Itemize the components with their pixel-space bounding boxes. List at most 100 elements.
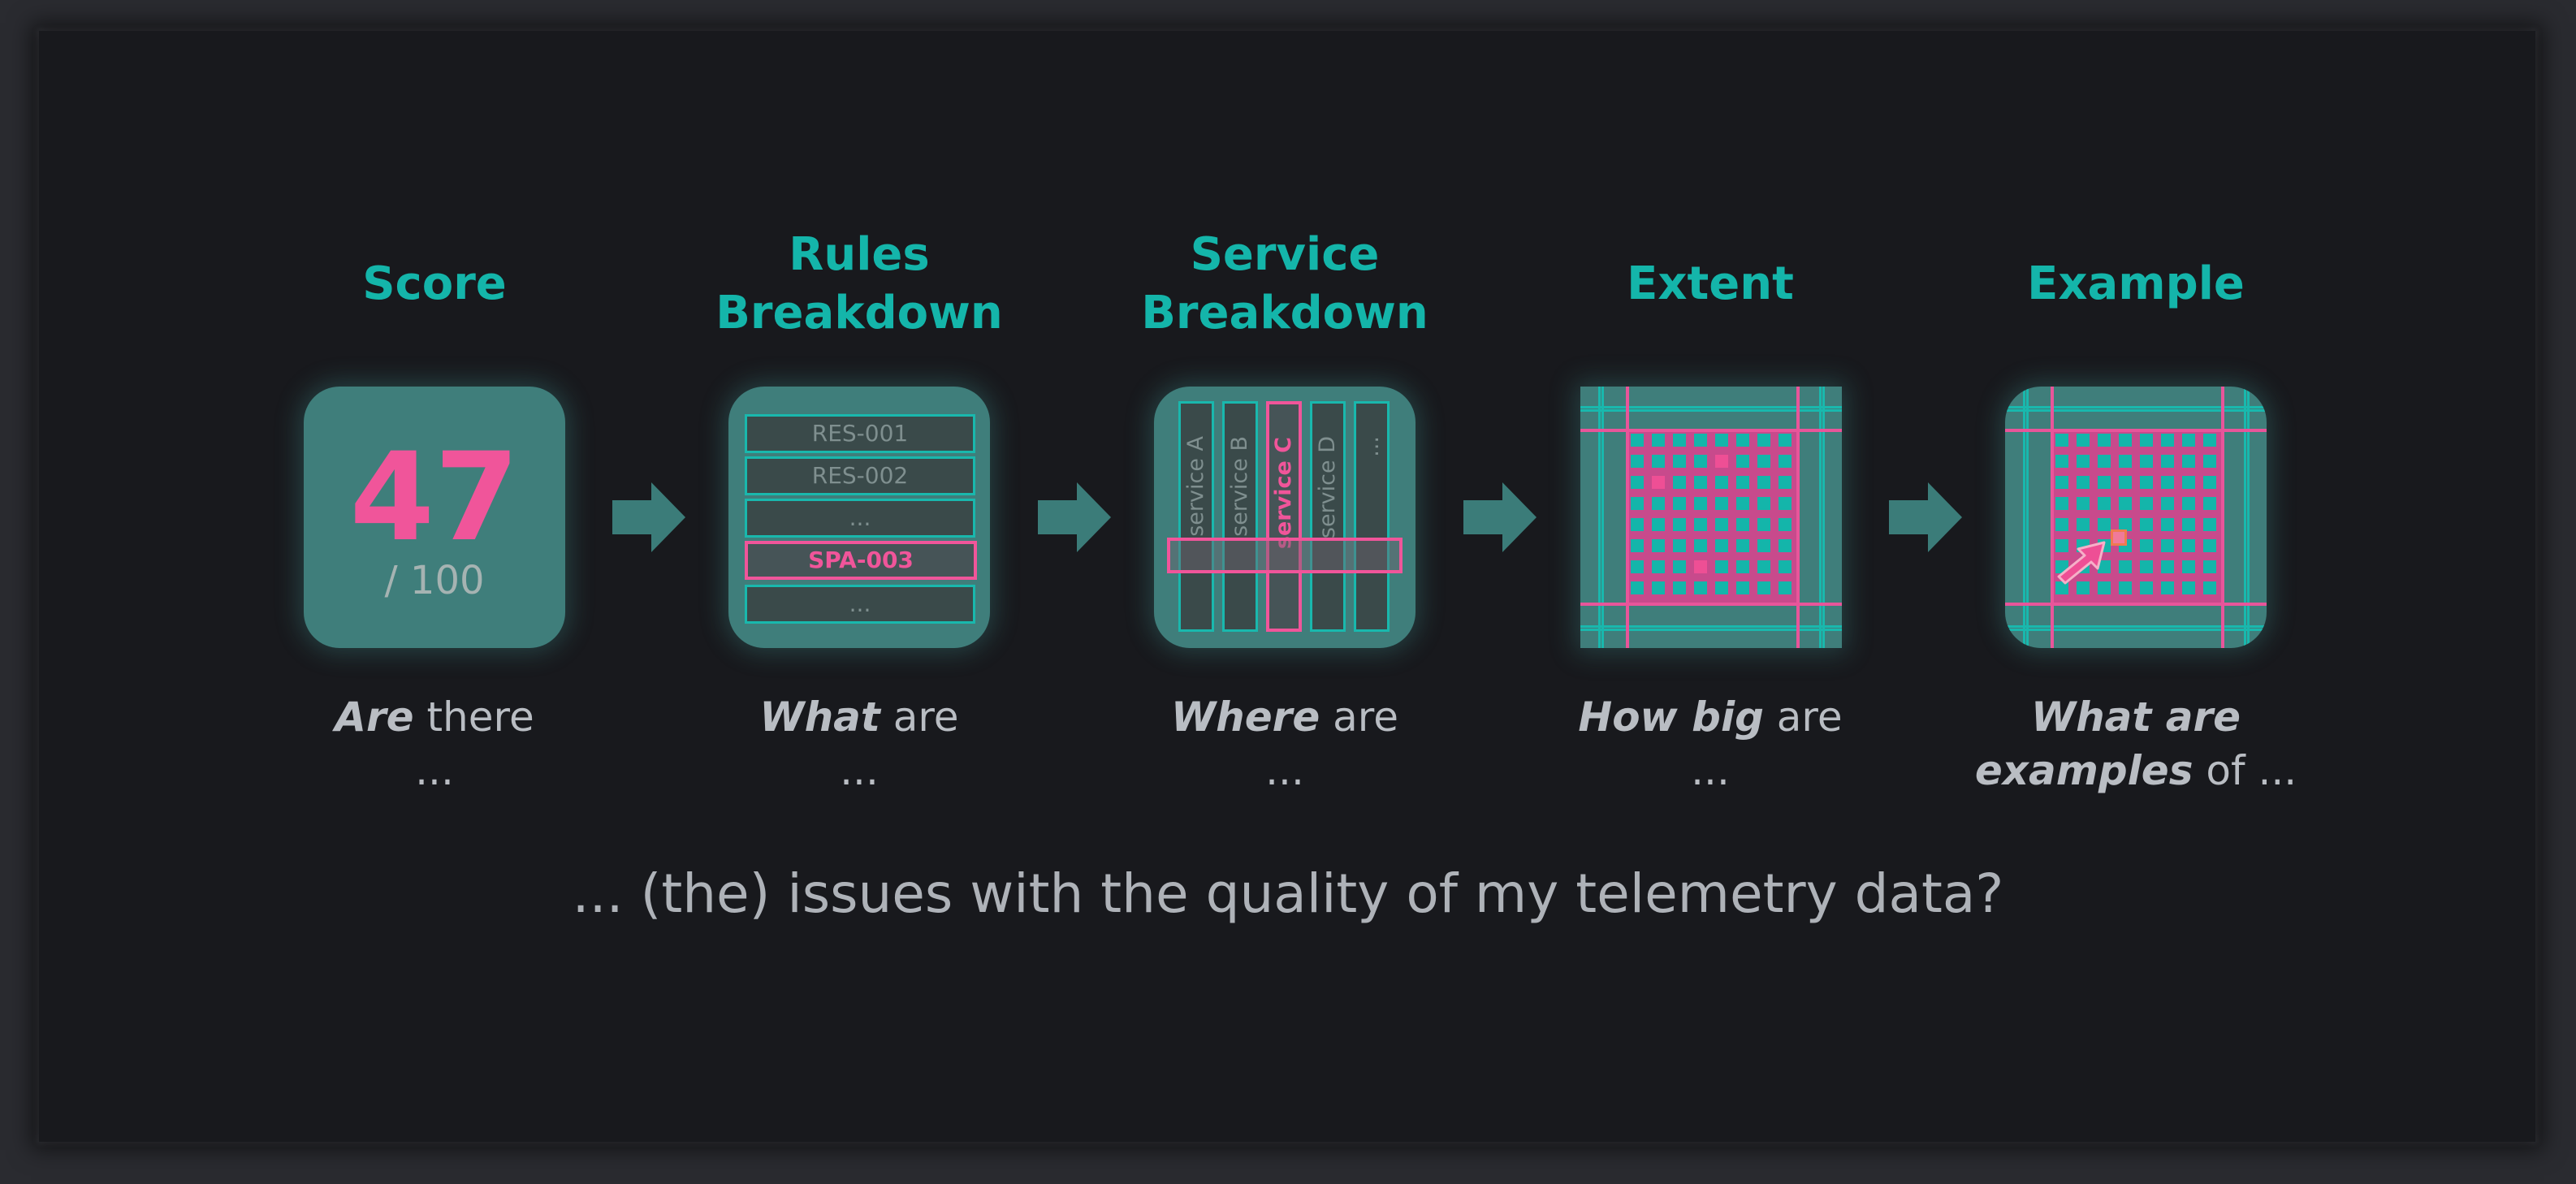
grid-cell bbox=[1694, 560, 1707, 573]
grid-cell bbox=[2098, 434, 2111, 447]
grid-cell bbox=[2055, 539, 2068, 552]
frame-line bbox=[1580, 629, 1842, 631]
caption-line: How big are bbox=[1524, 690, 1897, 744]
service-label: service A bbox=[1183, 436, 1208, 537]
grid-cell bbox=[1694, 539, 1707, 552]
title-line: Rules bbox=[789, 228, 930, 281]
grid-cell bbox=[1715, 518, 1728, 531]
frame-line bbox=[2023, 387, 2025, 648]
caption-line: Where are bbox=[1098, 690, 1472, 744]
right-arrow-icon bbox=[1038, 482, 1111, 552]
caption-text: are bbox=[880, 694, 959, 741]
grid-cell bbox=[2119, 581, 2132, 594]
frame-line bbox=[2005, 409, 2267, 412]
frame-line bbox=[2247, 387, 2250, 648]
grid-cell bbox=[2140, 476, 2153, 489]
services-tile: service A service B service C service D … bbox=[1154, 387, 1416, 648]
caption-emphasis: What are bbox=[2030, 694, 2241, 741]
grid-cell bbox=[2098, 455, 2111, 468]
grid-cell bbox=[1694, 518, 1707, 531]
step-title-rules-breakdown: Rules Breakdown bbox=[672, 226, 1046, 343]
grid-cell bbox=[1673, 476, 1686, 489]
grid-cell bbox=[1715, 455, 1728, 468]
grid-cell bbox=[2119, 434, 2132, 447]
right-arrow-icon bbox=[1889, 482, 1962, 552]
grid-cell bbox=[2077, 518, 2090, 531]
grid-cell bbox=[1652, 476, 1665, 489]
grid-cell bbox=[1652, 434, 1665, 447]
grid-cell bbox=[2140, 518, 2153, 531]
caption-emphasis: What bbox=[759, 694, 880, 741]
caption-text: are bbox=[1763, 694, 1843, 741]
grid-boundary-line bbox=[1580, 429, 1842, 432]
frame-line bbox=[1580, 409, 1842, 412]
grid-cell bbox=[2203, 581, 2216, 594]
grid-cell bbox=[1779, 497, 1792, 510]
grid-cell bbox=[1779, 434, 1792, 447]
grid-cell bbox=[2055, 518, 2068, 531]
grid-cell bbox=[1652, 560, 1665, 573]
grid-cell bbox=[2161, 560, 2174, 573]
frame-line bbox=[2026, 387, 2029, 648]
rule-row: ... bbox=[745, 499, 975, 538]
grid-cell bbox=[2055, 497, 2068, 510]
grid-cell bbox=[2203, 497, 2216, 510]
title-line: Service bbox=[1190, 228, 1380, 281]
step-caption-extent: How big are ... bbox=[1524, 690, 1897, 797]
caption-line: ... bbox=[1265, 747, 1304, 794]
step-caption-score: Are there ... bbox=[248, 690, 621, 797]
grid-cell bbox=[1779, 518, 1792, 531]
service-label: service D bbox=[1315, 436, 1340, 539]
grid-cell bbox=[1631, 581, 1644, 594]
grid-cell bbox=[2098, 560, 2111, 573]
grid-cell bbox=[2182, 518, 2195, 531]
grid-cell bbox=[2098, 476, 2111, 489]
caption-line: What are bbox=[672, 690, 1046, 744]
grid-cell bbox=[1694, 497, 1707, 510]
grid-cell bbox=[2203, 560, 2216, 573]
grid-cell bbox=[1779, 560, 1792, 573]
grid-cell bbox=[2182, 476, 2195, 489]
grid-cell bbox=[1694, 581, 1707, 594]
service-label: service C bbox=[1271, 437, 1296, 550]
frame-line bbox=[2005, 629, 2267, 631]
step-caption-services: Where are ... bbox=[1098, 690, 1472, 797]
service-label: ... bbox=[1359, 436, 1384, 457]
title-line: Breakdown bbox=[715, 287, 1003, 339]
grid-cell bbox=[2161, 455, 2174, 468]
step-title-score: Score bbox=[362, 257, 507, 310]
grid-cell bbox=[1652, 518, 1665, 531]
grid-cell bbox=[1757, 581, 1770, 594]
grid-cell bbox=[1673, 560, 1686, 573]
grid-cell bbox=[1694, 455, 1707, 468]
grid-cell bbox=[2203, 518, 2216, 531]
grid-cell bbox=[2182, 581, 2195, 594]
grid-cell bbox=[2161, 497, 2174, 510]
grid-cell bbox=[2182, 497, 2195, 510]
grid-cell bbox=[2182, 560, 2195, 573]
grid-boundary-line bbox=[2221, 387, 2224, 648]
grid-cell bbox=[1736, 560, 1749, 573]
grid-cell bbox=[1757, 434, 1770, 447]
grid-cell bbox=[2077, 581, 2090, 594]
grid-cell bbox=[1694, 476, 1707, 489]
grid-cell bbox=[1715, 560, 1728, 573]
frame-line bbox=[1819, 387, 1822, 648]
rules-tile: RES-001 RES-002 ... SPA-003 ... bbox=[728, 387, 990, 648]
grid-cell bbox=[2140, 560, 2153, 573]
grid-cell bbox=[2140, 539, 2153, 552]
caption-line: examples of ... bbox=[1949, 744, 2323, 797]
grid-cell bbox=[2077, 434, 2090, 447]
grid-cell bbox=[1673, 434, 1686, 447]
grid-cell bbox=[2161, 539, 2174, 552]
grid-cell bbox=[1757, 455, 1770, 468]
frame-line bbox=[1580, 625, 1842, 628]
grid-cell bbox=[1779, 539, 1792, 552]
grid-cell bbox=[1673, 581, 1686, 594]
step-title-example: Example bbox=[2027, 257, 2245, 310]
caption-line: What are bbox=[1949, 690, 2323, 744]
grid-cell bbox=[2119, 560, 2132, 573]
grid-cell bbox=[2077, 476, 2090, 489]
caption-text: there bbox=[413, 694, 534, 741]
